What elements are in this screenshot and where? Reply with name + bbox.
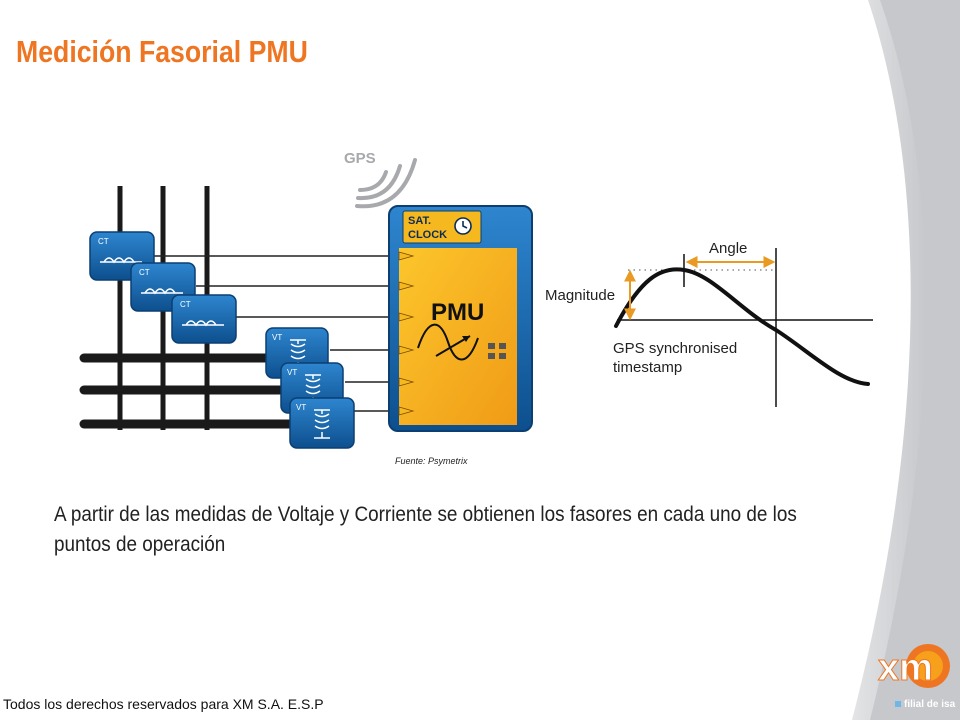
svg-text:GPS: GPS [344, 150, 376, 167]
body-text: A partir de las medidas de Voltaje y Cor… [54, 503, 797, 556]
tagline-mark [895, 701, 901, 707]
tagline: filial de isa [895, 699, 955, 710]
sat-clock-label-2: CLOCK [408, 229, 447, 241]
input-arrows [398, 251, 415, 416]
sat-clock-label-1: SAT. [408, 215, 431, 227]
busbars [79, 353, 295, 429]
ct-transformer-3: CT [171, 294, 237, 344]
slide-title: Medición Fasorial PMU [16, 34, 308, 69]
ct-label-2: CT [139, 268, 150, 277]
logo-text: xm [878, 647, 933, 689]
ct-label-1: CT [98, 237, 109, 246]
gps-sync-label-2: timestamp [613, 359, 682, 376]
vt-label-1: VT [272, 333, 282, 342]
ct-label-3: CT [180, 300, 191, 309]
vt-transformer-3: VT [289, 397, 355, 449]
vt-label-2: VT [287, 368, 297, 377]
figure-source: Fuente: Psymetrix [395, 456, 468, 466]
magnitude-label: Magnitude [545, 287, 615, 304]
gps-sync-label-1: GPS synchronised [613, 340, 737, 357]
angle-label: Angle [709, 240, 747, 257]
phasor-waveform: Angle Magnitude GPS synchronised timesta… [545, 240, 873, 407]
gps-icon: GPS [344, 150, 417, 209]
phasor-icon [417, 323, 479, 361]
footer-copyright: Todos los derechos reservados para XM S.… [3, 696, 324, 712]
vt-label-3: VT [296, 403, 306, 412]
pmu-label: PMU [431, 299, 484, 326]
xm-logo: xm [878, 644, 950, 690]
network-icon [488, 343, 506, 359]
tagline-text: filial de isa [904, 699, 956, 710]
clock-icon [454, 217, 472, 235]
pmu-unit: SAT. CLOCK PMU [388, 205, 533, 432]
signal-lines [154, 255, 400, 412]
